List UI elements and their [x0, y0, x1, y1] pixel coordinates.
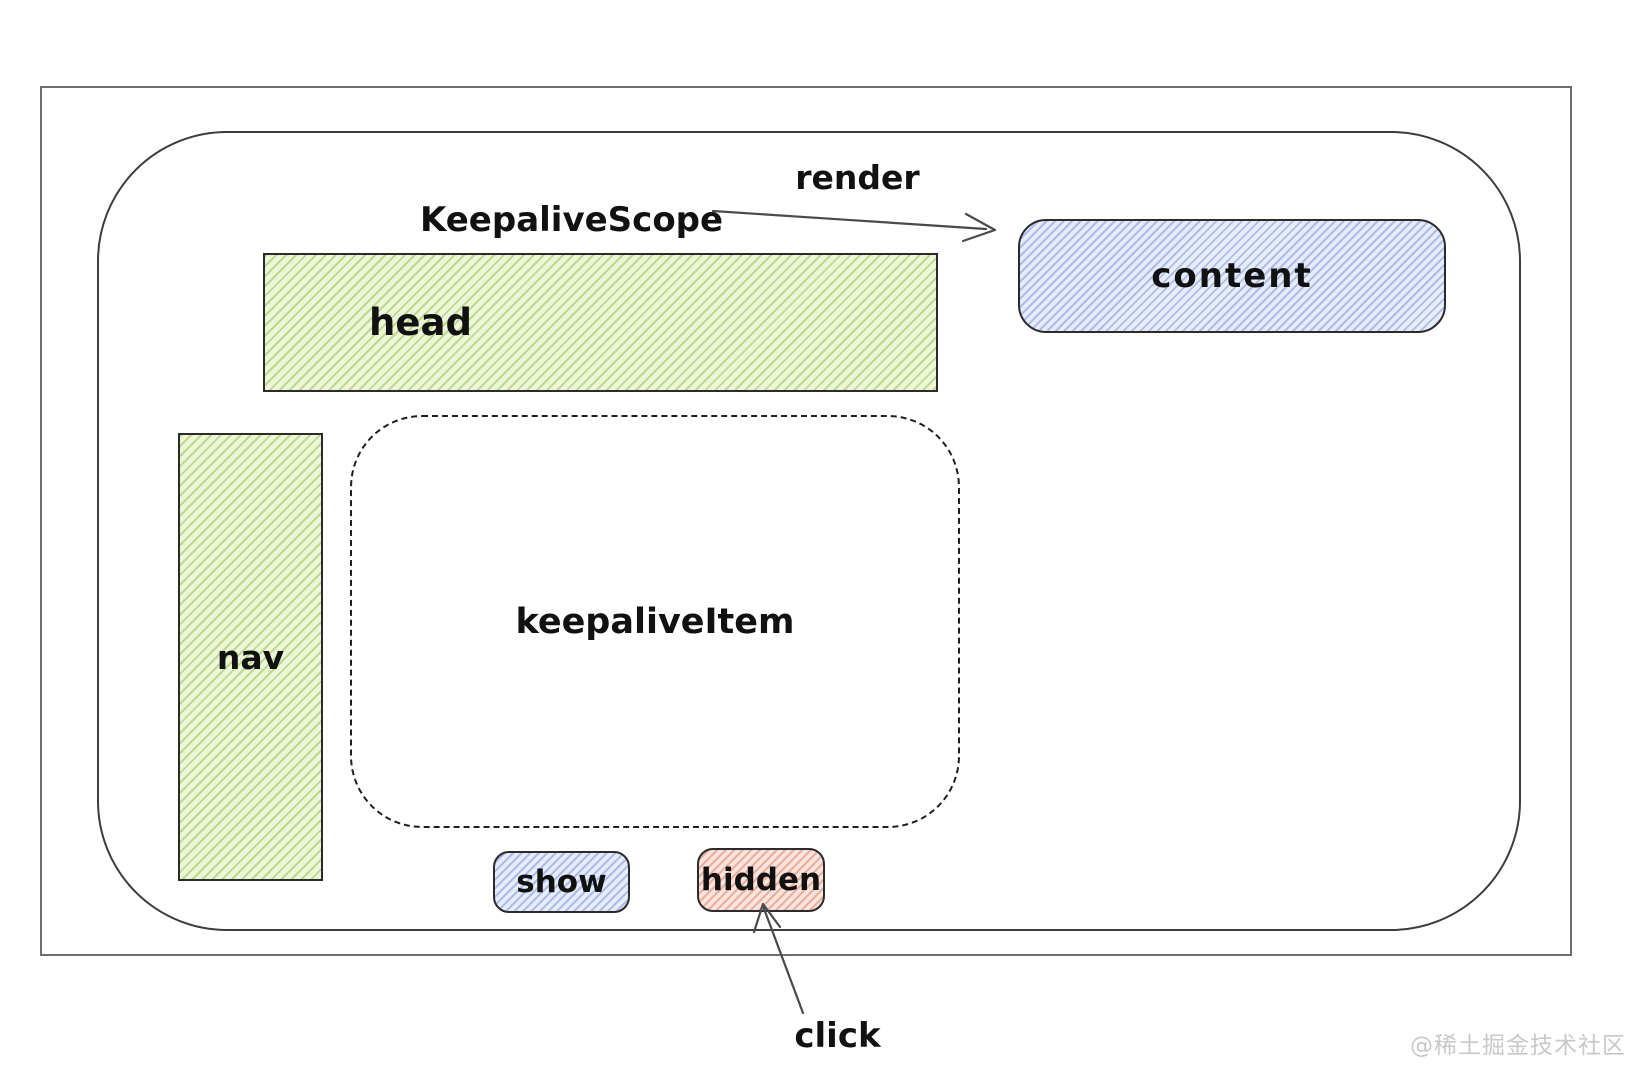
node-show-label: show	[516, 864, 607, 900]
keepalive-scope-frame	[97, 131, 1521, 931]
node-content-label: content	[1151, 256, 1313, 296]
outer-frame	[40, 86, 1572, 956]
watermark: @稀土掘金技术社区	[1410, 1033, 1626, 1059]
node-hidden-button: hidden	[697, 848, 825, 912]
node-nav: nav	[178, 433, 323, 881]
node-show-button: show	[493, 851, 630, 913]
keepalive-scope-label: KeepaliveScope	[420, 200, 724, 240]
node-keepalive-item-label: keepaliveItem	[515, 601, 795, 642]
node-hidden-label: hidden	[700, 862, 822, 898]
node-keepalive-item: keepaliveItem	[350, 415, 960, 828]
click-arrow-label: click	[794, 1016, 881, 1056]
node-nav-label: nav	[216, 637, 285, 677]
node-content: content	[1018, 219, 1446, 333]
node-head-label: head	[369, 301, 472, 344]
render-arrow-label: render	[795, 158, 920, 197]
node-head: head	[263, 253, 938, 392]
